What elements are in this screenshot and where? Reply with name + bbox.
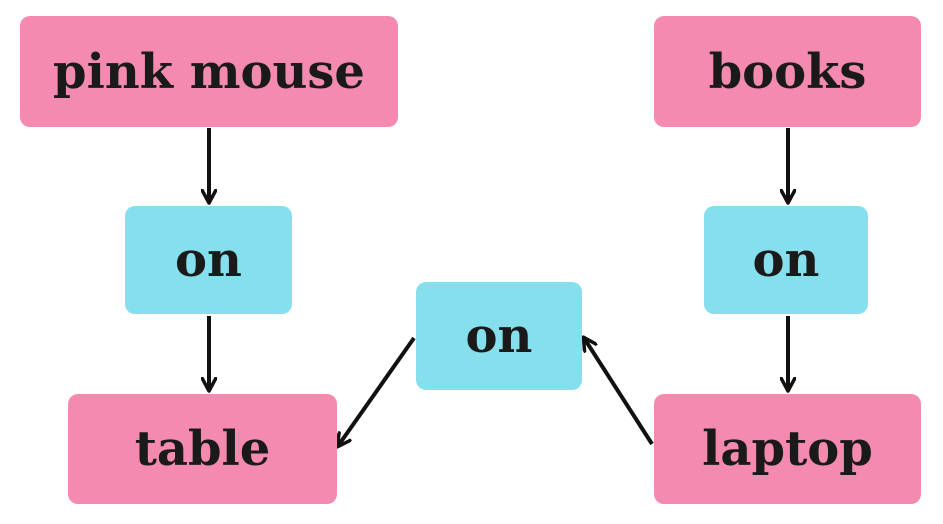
node-relation-on-center: on [416, 282, 582, 390]
node-label: table [134, 421, 271, 477]
node-books: books [654, 16, 921, 127]
node-table: table [68, 394, 337, 504]
edge-on-to-table-center [338, 336, 416, 446]
node-laptop: laptop [654, 394, 921, 504]
node-label: laptop [702, 421, 873, 477]
node-label: pink mouse [53, 43, 365, 100]
node-relation-on-right: on [704, 206, 868, 314]
node-label: on [175, 232, 242, 288]
edge-laptop-to-on [584, 338, 654, 446]
node-label: books [708, 43, 867, 100]
node-pink-mouse: pink mouse [20, 16, 398, 127]
node-label: on [752, 232, 820, 288]
node-relation-on-left: on [125, 206, 292, 314]
node-label: on [465, 308, 533, 364]
